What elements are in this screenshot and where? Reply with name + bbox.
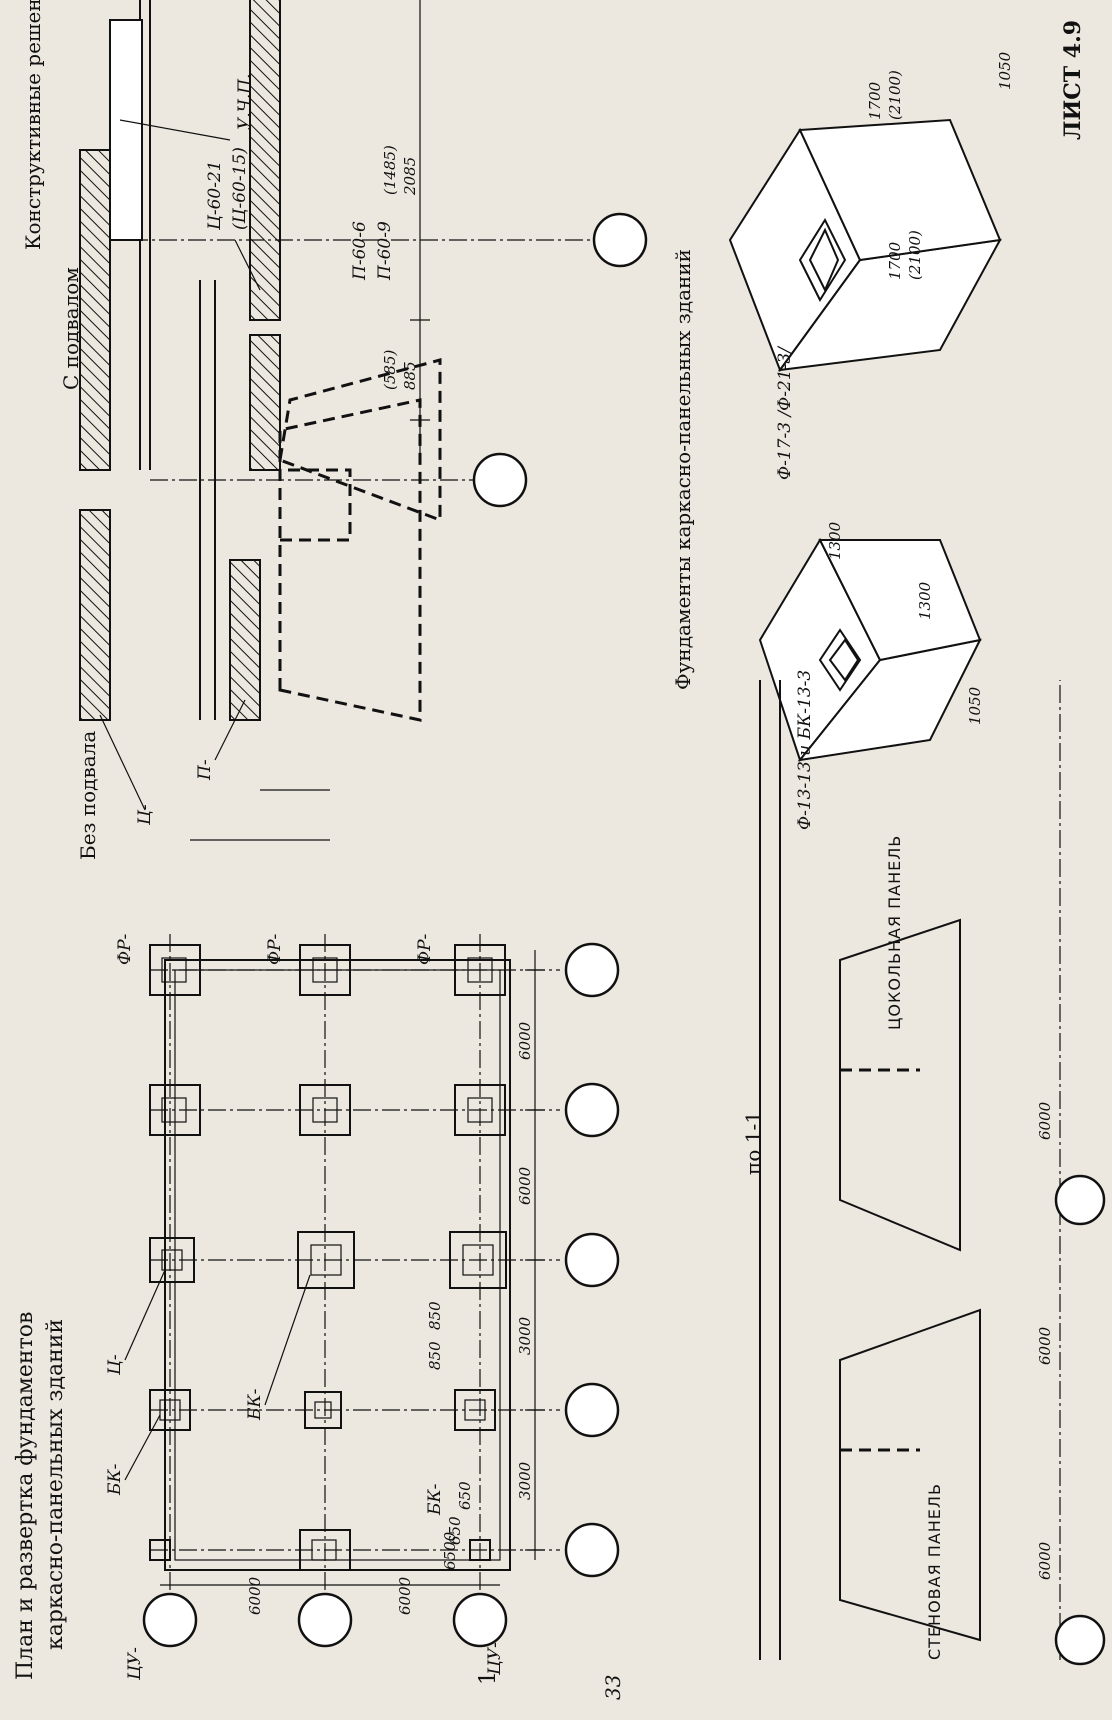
page-number: 33 xyxy=(601,1675,625,1700)
iso-right-dim-h: 1050 xyxy=(996,51,1014,90)
axis-bubble xyxy=(1054,1614,1106,1666)
plan-dim-3000-b: 3000 xyxy=(516,1316,534,1355)
plan-dim-650: 650 xyxy=(446,1516,464,1545)
no-basement-detail: Без подвала Ц- П- xyxy=(76,280,528,860)
section-title: по 1-1 xyxy=(741,1111,765,1175)
plan-dim-6000-b: 6000 xyxy=(516,1021,534,1060)
plan-outline xyxy=(164,959,511,1571)
axis-bubble xyxy=(592,212,648,268)
with-basement-dim-2085: 2085 xyxy=(401,157,419,196)
axis-bubble xyxy=(472,452,528,508)
plan-label-fr-3: ФР- xyxy=(415,933,435,965)
no-basement-label-ts: Ц- xyxy=(135,804,155,826)
plan-dim-650-b: 650 xyxy=(456,1481,474,1510)
plan-label-ts-top: Ц- xyxy=(105,1354,125,1376)
plan-label-bk-small: БК- xyxy=(425,1483,445,1516)
with-basement-pad xyxy=(249,334,281,471)
with-basement-dim-1485: (1485) xyxy=(381,145,399,195)
section-mark-1: 1 xyxy=(476,1671,501,1685)
iso-foundation-left: Ф-13-13 и БК-13-3 1300 1300 1050 xyxy=(758,521,984,830)
axis-bubble xyxy=(564,1082,620,1138)
with-basement-dim-885: 885 xyxy=(401,361,419,390)
with-basement-label-p-alt: П-60-6 xyxy=(350,221,370,281)
axis-bubble xyxy=(1054,1174,1106,1226)
with-basement-label-p-main: П-60-9 xyxy=(375,221,395,281)
plan-inner-outline xyxy=(174,969,501,1561)
axis-bubble xyxy=(564,1232,620,1288)
plan-dim-left-6000-a: 6000 xyxy=(246,1576,264,1615)
plan-label-tsu-bottom: ЦУ- xyxy=(485,1642,505,1676)
plan-dim-6500: 6500 xyxy=(441,1531,459,1570)
section-1-1: по 1-1 6000 6000 6000 ЦОКОЛЬНАЯ ПАНЕЛЬ С… xyxy=(741,680,1106,1666)
iso-right-dim-a: 1700 xyxy=(886,241,904,280)
with-basement-dim-585: (585) xyxy=(381,350,399,390)
section-dim-a: 6000 xyxy=(1036,1541,1054,1580)
iso-right-dim-b: 1700 xyxy=(866,81,884,120)
with-basement-label-ts-alt: (Ц-60-15) xyxy=(230,147,250,230)
iso-left-dim-a: 1300 xyxy=(916,581,934,620)
no-basement-grillage xyxy=(79,509,111,721)
iso-foundation-right: Ф-17-3 /Ф-21-3/ 1700 (2100) 1700 (2100) … xyxy=(728,51,1014,480)
with-basement-beam xyxy=(109,19,143,241)
no-basement-label-p: П- xyxy=(195,759,215,781)
plan-dim-6000-a: 6000 xyxy=(516,1166,534,1205)
plan-dim-3000-a: 3000 xyxy=(516,1461,534,1500)
axis-bubble xyxy=(564,1522,620,1578)
axis-bubble xyxy=(564,1382,620,1438)
foundation-plan: План и развертка фундаментов каркасно-па… xyxy=(13,930,620,1685)
section-wall-panel: СТЕНОВАЯ ПАНЕЛЬ xyxy=(925,1483,944,1660)
plan-dim-850-b: 850 xyxy=(426,1301,444,1330)
iso-right-dim-a-alt: (2100) xyxy=(906,230,924,280)
isometric-foundations: Фундаменты каркасно-панельных зданий Ф-1… xyxy=(671,20,1086,830)
with-basement-pad-2 xyxy=(249,0,281,321)
plan-title-line1: План и развертка фундаментов xyxy=(13,1312,38,1680)
with-basement-wall-block xyxy=(79,149,111,471)
plan-label-fr-2: ФР- xyxy=(265,933,285,965)
plan-dim-left-6000-b: 6000 xyxy=(396,1576,414,1615)
plan-title-line2: каркасно-панельных зданий xyxy=(43,1319,68,1650)
plan-label-fr-1: ФР- xyxy=(115,933,135,965)
no-basement-title: Без подвала xyxy=(76,731,100,860)
iso-left-label: Ф-13-13 и БК-13-3 xyxy=(795,670,815,830)
iso-right-dim-b-alt: (2100) xyxy=(886,70,904,120)
section-dim-c: 6000 xyxy=(1036,1101,1054,1140)
axis-bubble xyxy=(297,1592,353,1648)
with-basement-label-uchl: У.Ч.П. xyxy=(235,74,255,130)
section-dim-b: 6000 xyxy=(1036,1326,1054,1365)
no-basement-strip xyxy=(229,559,261,721)
plan-label-tsu-left: ЦУ- xyxy=(125,1647,145,1681)
plan-dim-850-a: 850 xyxy=(426,1341,444,1370)
axis-bubble xyxy=(142,1592,198,1648)
iso-left-dim-b: 1300 xyxy=(826,521,844,560)
plan-label-bk-top: БК- xyxy=(105,1463,125,1496)
with-basement-label-ts-main: Ц-60-21 xyxy=(205,160,225,231)
axis-bubble xyxy=(564,942,620,998)
with-basement-title: Конструктивные решения фундаментов xyxy=(21,0,45,250)
axis-bubble xyxy=(452,1592,508,1648)
sheet-number: ЛИСТ 4.9 xyxy=(1060,20,1086,140)
isometric-title: Фундаменты каркасно-панельных зданий xyxy=(671,249,695,690)
with-basement-detail: Конструктивные решения фундаментов С под… xyxy=(21,0,648,523)
iso-right-label: Ф-17-3 /Ф-21-3/ xyxy=(775,345,795,480)
plan-label-bk-mid: БК- xyxy=(245,1388,265,1421)
section-plinth-panel: ЦОКОЛЬНАЯ ПАНЕЛЬ xyxy=(885,835,904,1030)
plan-footings xyxy=(149,944,507,1571)
iso-left-dim-h: 1050 xyxy=(966,686,984,725)
